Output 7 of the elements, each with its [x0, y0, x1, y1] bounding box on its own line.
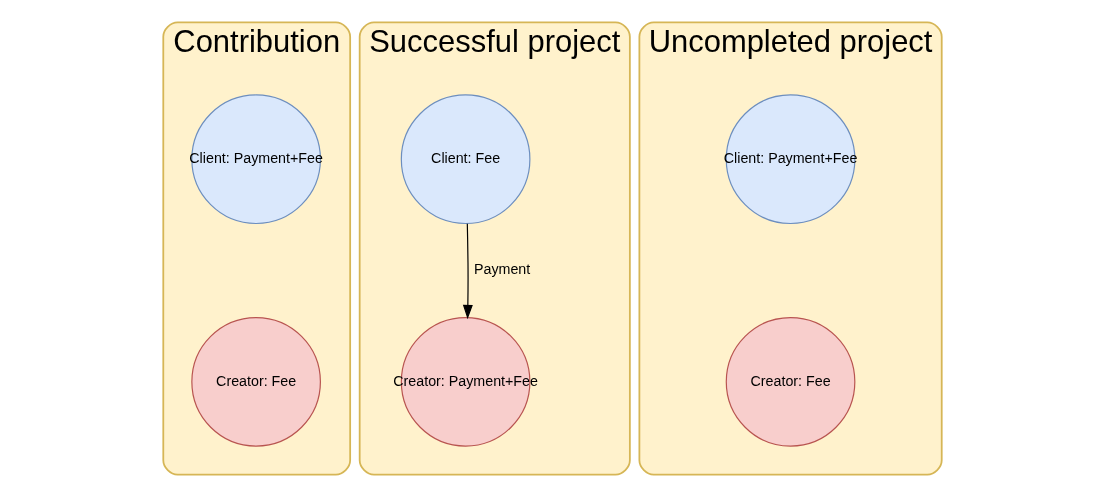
node-circle: Creator: Fee [190, 316, 321, 447]
edge-label: Payment [473, 261, 530, 278]
arrow [462, 223, 473, 320]
node-circle: Client: Payment+Fee [190, 94, 321, 225]
node-circle: Creator: Fee [725, 316, 855, 447]
node-circle: Client: Fee [400, 94, 530, 225]
node-circle: Client: Payment+Fee [725, 94, 855, 225]
